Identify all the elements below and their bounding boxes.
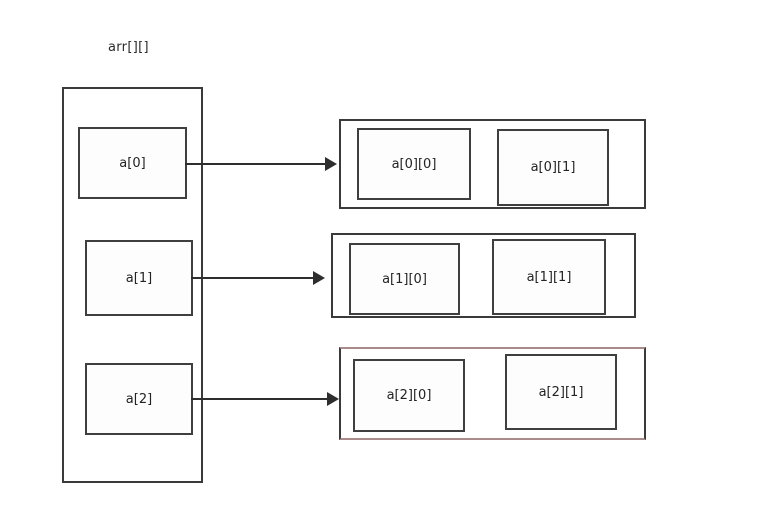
arrow-head-row0: [325, 157, 337, 171]
arrow-head-row1: [313, 271, 325, 285]
element-a1-0[interactable]: a[1][0]: [349, 243, 460, 315]
pointer-cell-a0[interactable]: a[0]: [78, 127, 187, 199]
arrow-head-row2: [327, 392, 339, 406]
element-a2-0[interactable]: a[2][0]: [353, 359, 465, 432]
element-a2-1[interactable]: a[2][1]: [505, 354, 617, 430]
element-a0-1[interactable]: a[0][1]: [497, 129, 609, 206]
pointer-cell-a1[interactable]: a[1]: [85, 240, 193, 316]
element-a1-1[interactable]: a[1][1]: [492, 239, 606, 315]
diagram-title: arr[][]: [108, 40, 149, 55]
arrow-line-row0: [185, 163, 331, 165]
element-a0-0[interactable]: a[0][0]: [357, 128, 471, 200]
pointer-cell-a2[interactable]: a[2]: [85, 363, 193, 435]
arrow-line-row1: [191, 277, 320, 279]
arrow-line-row2: [191, 398, 333, 400]
